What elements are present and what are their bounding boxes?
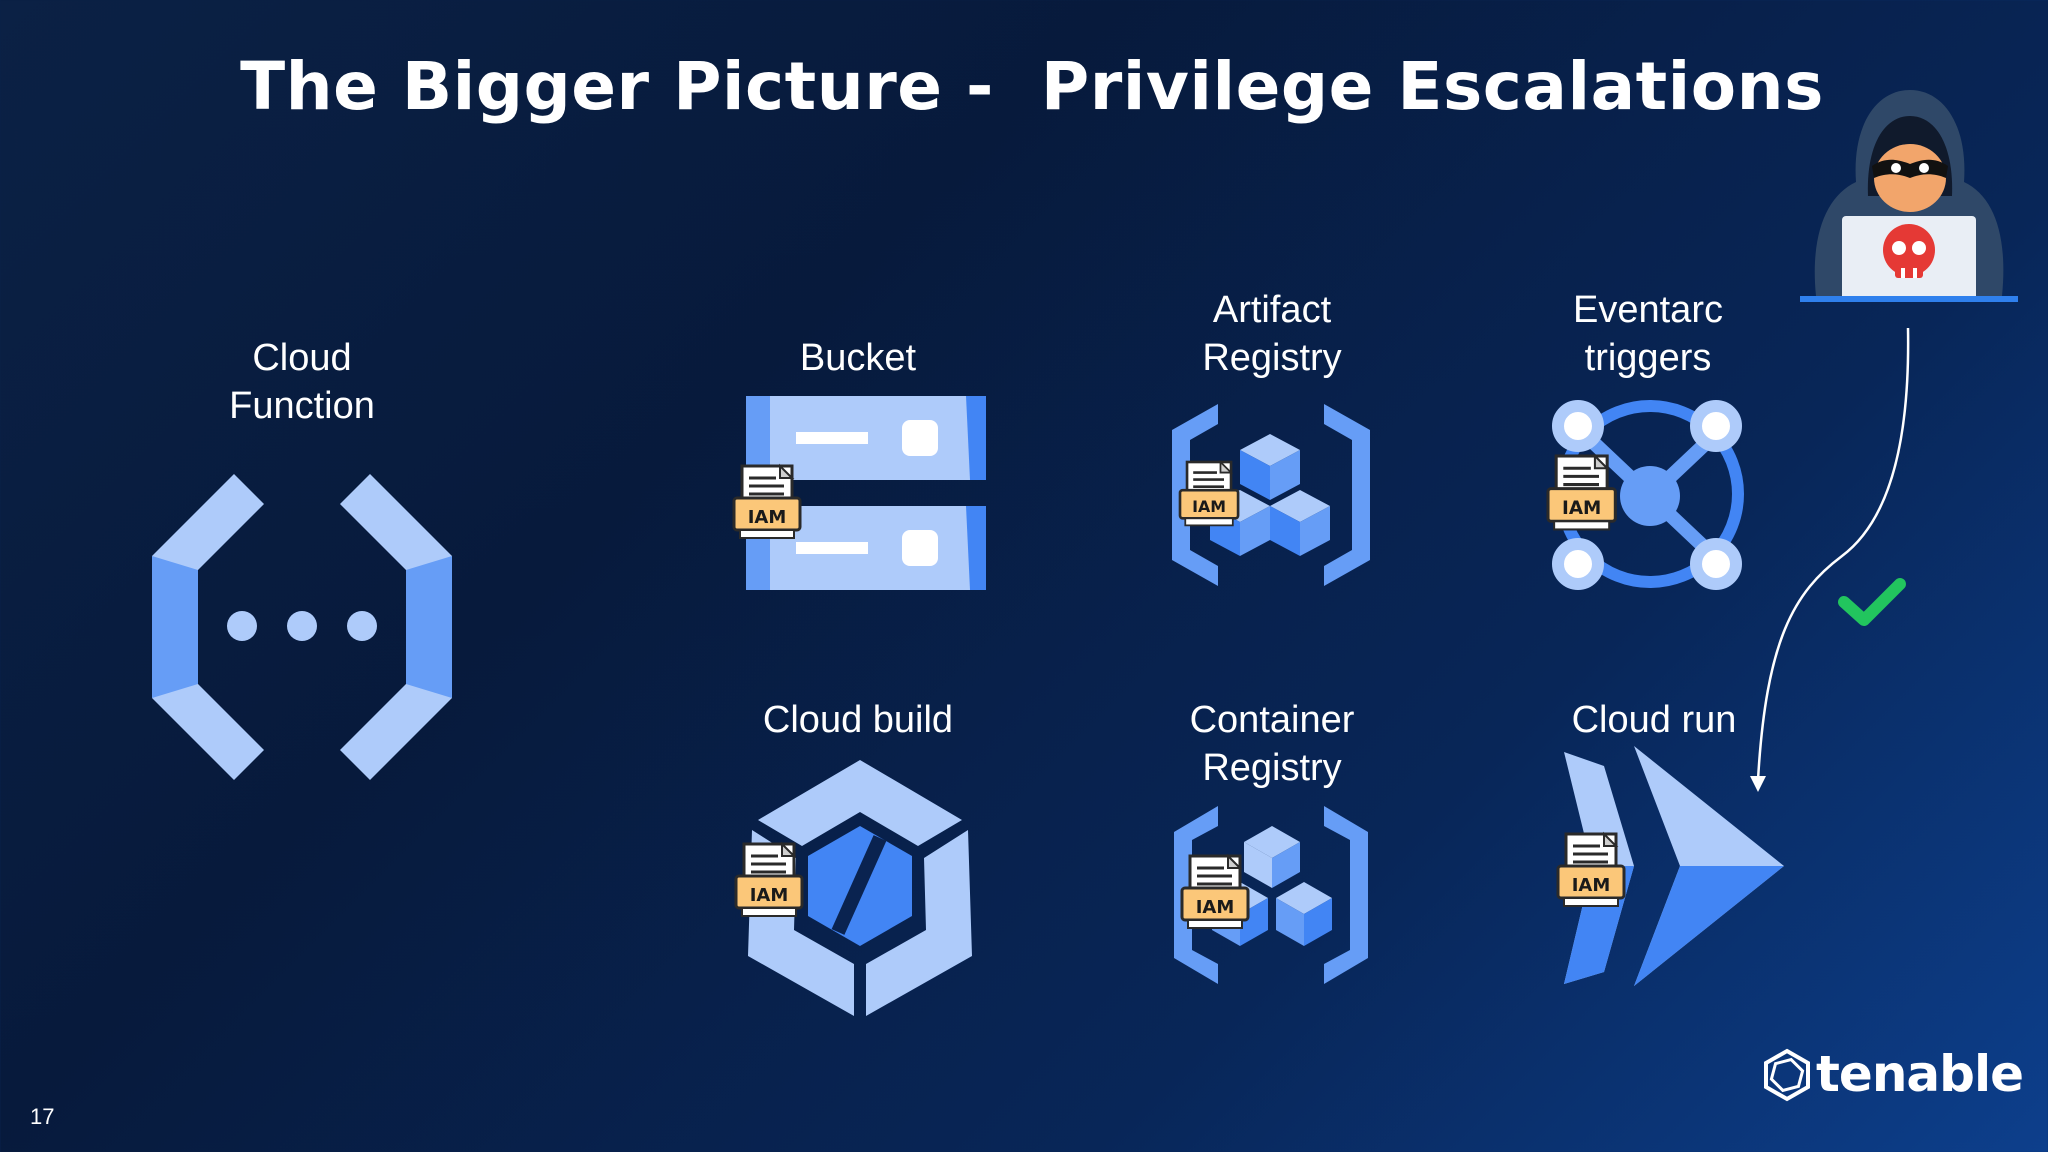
cloud-build-icon: IAM [734, 760, 972, 1016]
cloud-run-label: Cloud run [1571, 699, 1737, 741]
cloud-storage-bucket-icon: IAM [732, 396, 986, 590]
container-registry-label: Container Registry [1189, 699, 1355, 789]
cloud-function-label: Cloud Function [229, 337, 375, 427]
svg-text:IAM: IAM [750, 885, 789, 906]
bucket-label: Bucket [799, 337, 917, 379]
tenable-wordmark: tenable [1816, 1045, 2024, 1103]
cloud-functions-icon [152, 474, 452, 780]
artifact-registry-label: Artifact Registry [1202, 289, 1342, 379]
iam-document-icon: IAM [732, 464, 802, 540]
svg-text:IAM: IAM [748, 507, 787, 528]
attack-path-arrow-icon [1750, 327, 1910, 792]
svg-text:IAM: IAM [1572, 875, 1611, 896]
tenable-logo: tenable [1760, 1042, 2024, 1106]
page-number: 17 [30, 1104, 55, 1129]
svg-text:IAM: IAM [1562, 498, 1601, 519]
cloud-build-label: Cloud build [762, 699, 954, 741]
svg-text:IAM: IAM [1196, 897, 1235, 918]
slide-title: The Bigger Picture - Privilege Escalatio… [240, 48, 1824, 125]
container-registry-icon: IAM [1174, 806, 1368, 984]
cloud-run-icon: IAM [1556, 746, 1784, 986]
eventarc-triggers-label: Eventarc triggers [1573, 289, 1723, 379]
skull-icon [1883, 224, 1935, 278]
artifact-registry-icon: IAM [1172, 404, 1370, 586]
tenable-logo-icon [1764, 1048, 1810, 1102]
hooded-hacker-icon [1800, 90, 2018, 302]
check-mark-icon [1838, 578, 1906, 626]
svg-text:IAM: IAM [1192, 497, 1226, 516]
eventarc-icon: IAM [1546, 400, 1744, 590]
